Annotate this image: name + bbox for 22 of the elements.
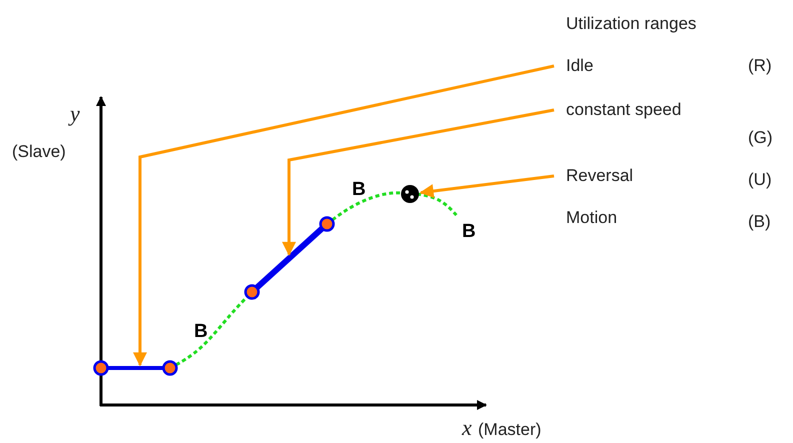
range-label: Idle <box>566 56 594 76</box>
segment-marker: B <box>194 322 208 342</box>
axis-label: x <box>462 418 472 438</box>
leader-arrow <box>420 174 554 198</box>
segment-marker: B <box>352 180 366 200</box>
leader-arrow <box>133 64 554 366</box>
leader-arrow <box>282 108 554 256</box>
range-label: constant speed <box>566 100 682 120</box>
range-label: Motion <box>566 208 618 228</box>
axis-label: y <box>70 104 80 124</box>
path-segment <box>93 360 178 376</box>
range-code: (R) <box>748 56 772 76</box>
reversal-point <box>401 185 419 203</box>
axis-label: (Slave) <box>12 142 66 162</box>
range-code: (U) <box>748 170 772 190</box>
range-code: (G) <box>748 128 773 148</box>
axis-label: (Master) <box>478 420 542 440</box>
path-segment <box>244 216 335 300</box>
range-code: (B) <box>748 212 771 232</box>
legend-title: Utilization ranges <box>566 14 696 34</box>
segment-marker: B <box>462 222 476 242</box>
range-label: Reversal <box>566 166 634 186</box>
